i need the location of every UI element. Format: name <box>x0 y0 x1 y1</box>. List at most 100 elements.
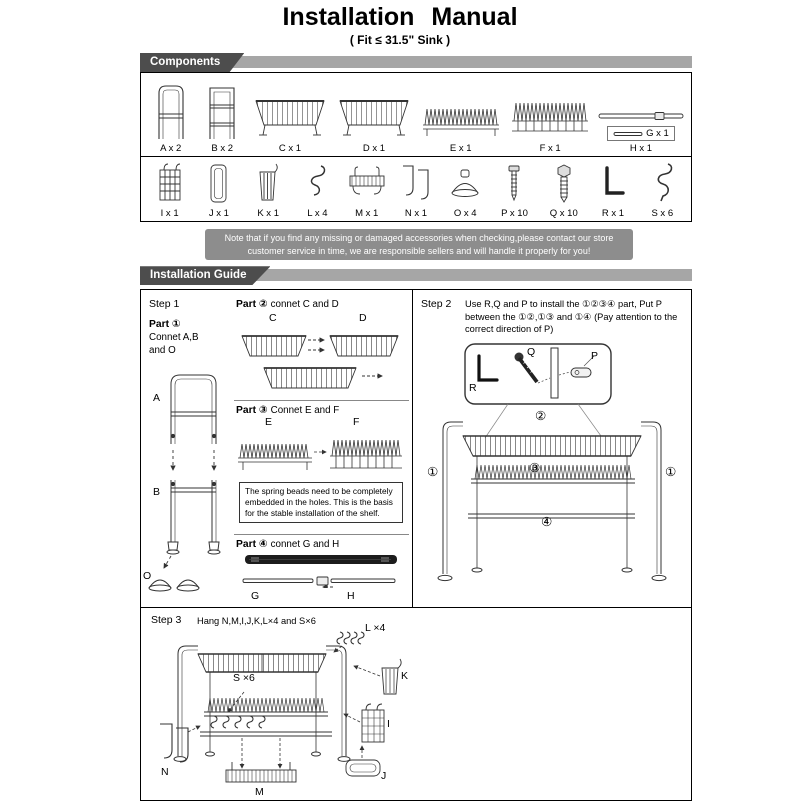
guide-header: Installation Guide <box>140 266 271 286</box>
component-k-label: K x 1 <box>257 208 279 219</box>
cup-k-icon <box>259 163 278 201</box>
step2-text: Use R,Q and P to install the ①②③④ part, … <box>465 299 678 335</box>
allen-key-r-icon <box>605 166 625 195</box>
component-q-label: Q x 10 <box>549 208 578 219</box>
component-cell-i: I x 1 <box>145 160 194 219</box>
mark-1-left: ① <box>427 465 439 480</box>
label-p: P <box>591 350 599 363</box>
page-title: Installation Manual <box>282 3 518 31</box>
rod-h-icon <box>598 112 684 120</box>
label-k: K <box>401 670 409 683</box>
dishrack-f-icon <box>512 102 589 132</box>
component-cell-o: O x 4 <box>441 162 490 219</box>
hooks-n-icon <box>402 165 429 200</box>
component-cell-r: R x 1 <box>588 162 637 219</box>
label-e: E <box>265 416 273 429</box>
components-row-1: A x 2 B x 2 <box>141 73 691 157</box>
step1-label: Step 1 <box>149 298 180 311</box>
component-i-label: I x 1 <box>160 208 179 219</box>
component-c-label: C x 1 <box>278 143 302 154</box>
step3-panel: Step 3 Hang N,M,I,J,K,L×4 and S×6 <box>141 608 691 800</box>
step3-label: Step 3 <box>151 614 182 627</box>
part1-title: Part ① <box>149 318 181 330</box>
component-j-label: J x 1 <box>208 208 229 219</box>
mark-4: ④ <box>541 515 553 530</box>
holder-m-icon <box>349 166 385 195</box>
component-a-label: A x 2 <box>160 143 182 154</box>
component-n-label: N x 1 <box>404 208 428 219</box>
frame-j-icon <box>210 164 227 203</box>
part4-title-rest: connet G and H <box>270 539 340 551</box>
part3-title-bold: Part ③ <box>236 405 268 417</box>
step2-label: Step 2 <box>421 298 452 311</box>
frame-b-icon <box>209 87 235 139</box>
component-cell-l: L x 4 <box>293 160 342 219</box>
component-cell-h: G x 1 H x 1 <box>595 110 687 154</box>
component-cell-q: Q x 10 <box>539 162 588 219</box>
suction-o-icon <box>451 169 479 197</box>
label-s6: S ×6 <box>233 672 255 685</box>
bolt-q-icon <box>557 164 571 203</box>
component-e-label: E x 1 <box>449 143 472 154</box>
label-r: R <box>469 382 477 395</box>
component-cell-b: B x 2 <box>196 81 247 154</box>
component-cell-s: S x 6 <box>638 160 687 219</box>
components-box: A x 2 B x 2 <box>140 72 692 222</box>
mark-1-right: ① <box>665 465 677 480</box>
part2-title-rest: connet C and D <box>270 299 339 311</box>
component-f-label: F x 1 <box>539 143 561 154</box>
part4-title-bold: Part ④ <box>236 539 268 551</box>
component-g-label: G x 1 <box>646 128 669 139</box>
page-subtitle: ( Fit ≤ 31.5" Sink ) <box>349 33 451 47</box>
component-o-label: O x 4 <box>453 208 477 219</box>
guide-top-row: Step 1 Part ① Connet A,B and O <box>141 290 691 609</box>
label-q: Q <box>527 346 536 359</box>
step1-ef-drawing <box>238 440 402 471</box>
step2-panel: Step 2 Use R,Q and P to install the ①②③④… <box>413 290 691 607</box>
label-g: G <box>251 590 260 603</box>
components-row-2: I x 1 J x 1 <box>141 157 691 221</box>
component-r-label: R x 1 <box>601 208 625 219</box>
step1-divider-1 <box>234 400 409 402</box>
missing-parts-notice: Note that if you find any missing or dam… <box>205 229 633 261</box>
label-o: O <box>143 570 152 583</box>
component-h-label: H x 1 <box>629 143 653 154</box>
component-cell-p: P x 10 <box>490 162 539 219</box>
component-cell-k: K x 1 <box>244 160 293 219</box>
components-header: Components <box>140 53 245 72</box>
component-cell-a: A x 2 <box>145 81 196 154</box>
component-cell-j: J x 1 <box>194 160 243 219</box>
s-hook-s-icon <box>657 163 673 202</box>
band-strip <box>140 56 692 68</box>
spring-note: The spring beads need to be completely e… <box>239 482 403 523</box>
mark-2: ② <box>535 409 547 424</box>
label-f: F <box>353 416 360 429</box>
part1-title-bold: Part ① <box>149 319 181 331</box>
label-n: N <box>161 766 169 779</box>
basket-i-icon <box>159 163 181 201</box>
label-b: B <box>153 486 161 499</box>
shelf-c-icon <box>255 100 325 136</box>
frame-a-icon <box>158 85 184 139</box>
screw-p-icon <box>509 165 520 202</box>
step3-text: Hang N,M,I,J,K,L×4 and S×6 <box>197 616 316 627</box>
label-j: J <box>381 770 387 783</box>
label-l4: L ×4 <box>365 622 386 635</box>
step1-panel: Step 1 Part ① Connet A,B and O <box>141 290 413 608</box>
component-cell-c: C x 1 <box>248 91 332 154</box>
component-cell-n: N x 1 <box>391 160 440 219</box>
label-a: A <box>153 392 161 405</box>
label-c: C <box>269 312 277 325</box>
guide-band: Installation Guide <box>140 266 692 286</box>
component-d-label: D x 1 <box>362 143 386 154</box>
step2-drawing <box>437 343 667 582</box>
component-l-label: L x 4 <box>307 208 328 219</box>
mark-3: ③ <box>529 461 541 476</box>
step1-gh-drawing <box>242 576 396 589</box>
step1-abo-drawing <box>148 374 221 592</box>
part2-title-bold: Part ② <box>236 299 268 311</box>
components-band: Components <box>140 53 692 72</box>
